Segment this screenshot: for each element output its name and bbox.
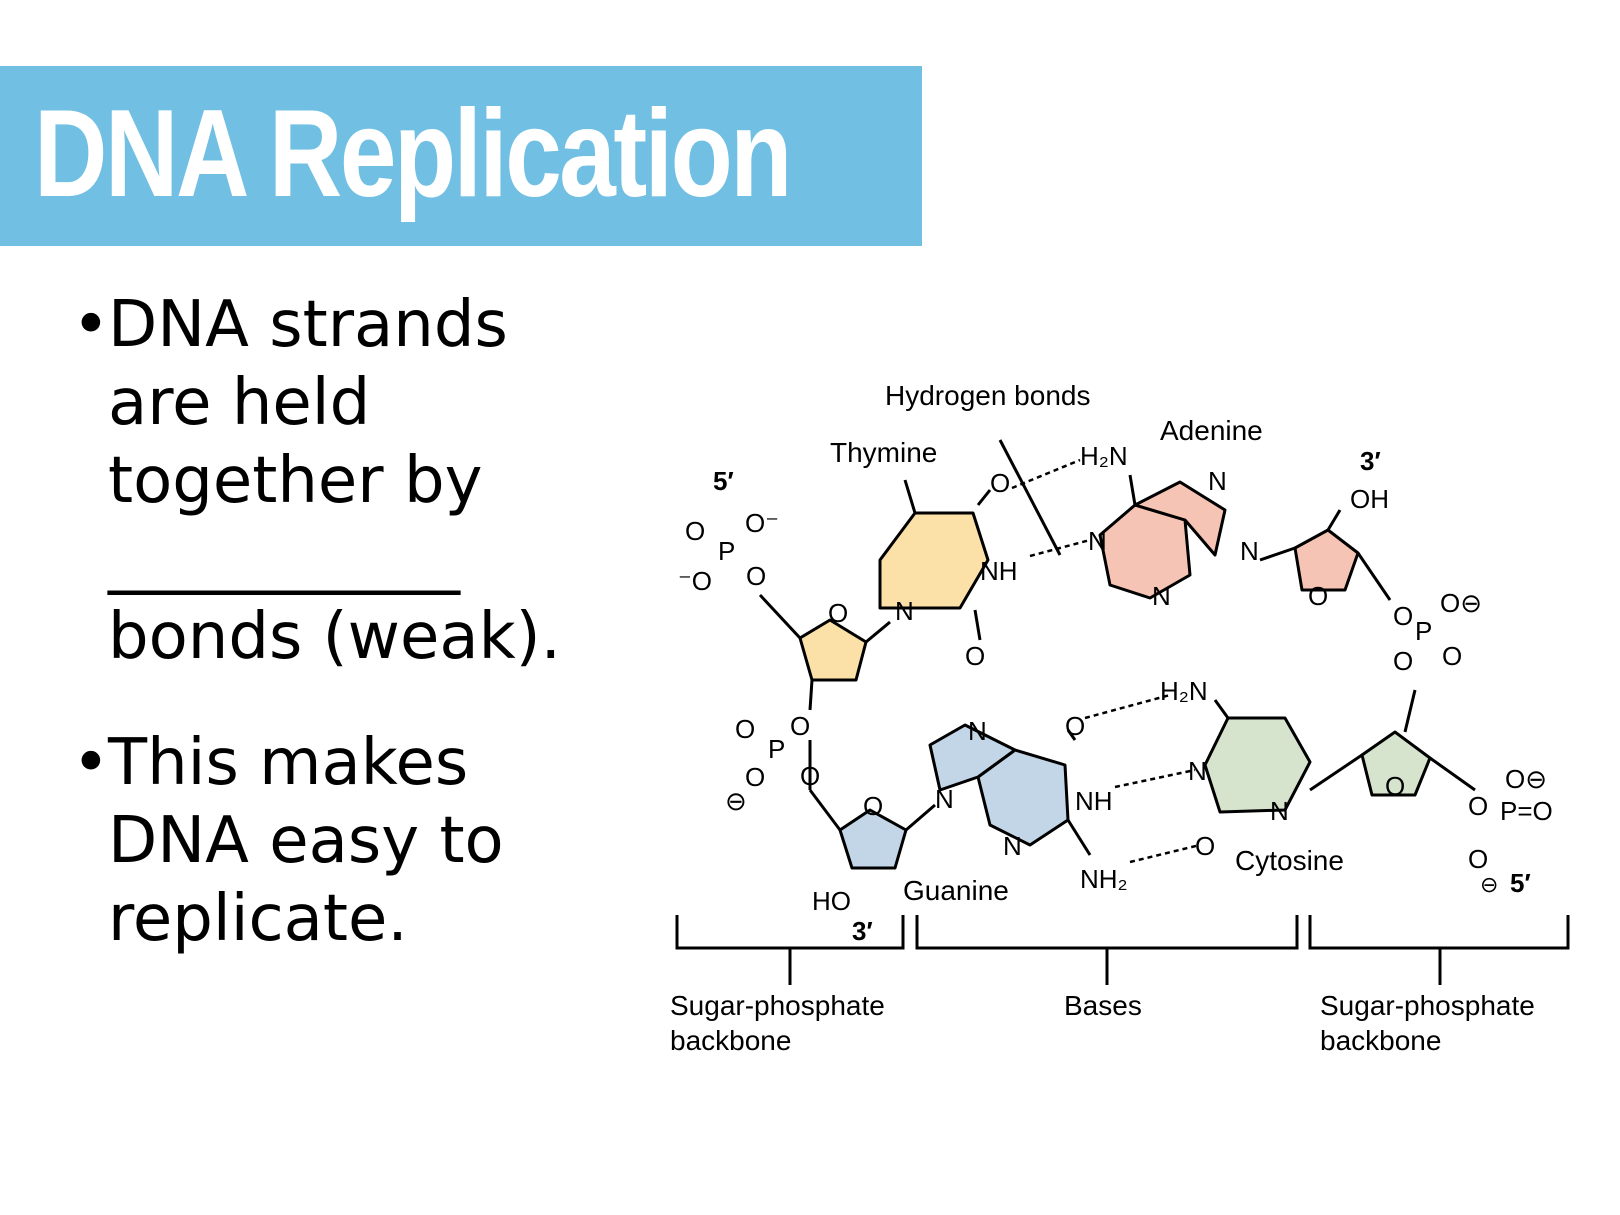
svg-text:O: O [1468,791,1488,821]
svg-text:NH: NH [1075,786,1113,816]
phosphate-negative-sign: ⊖ [1480,872,1498,897]
title-banner [0,66,922,246]
svg-text:O⊖: O⊖ [1440,588,1482,618]
bracket-middle [915,915,1299,950]
svg-text:N: N [1152,581,1171,611]
bullet-list: • DNA strands are held together by _____… [72,286,592,958]
svg-text:P: P [718,536,735,566]
sugar-ring-adenine [1293,528,1360,592]
bullet-1-line-2: are held [108,366,371,440]
bullet-1-line-4: ___________ [108,522,460,596]
hydrogen-bond-lines [1011,458,1201,864]
svg-text:P=O: P=O [1500,796,1553,826]
bracket-middle-label: Bases [1064,990,1142,1021]
adenine-pentagon [1133,480,1227,557]
bracket-left-label-line2: backbone [670,1025,791,1056]
svg-text:O: O [735,714,755,744]
svg-text:O: O [1393,646,1413,676]
five-prime-top-label: 5′ [713,466,734,496]
bullet-item-1: • DNA strands are held together by _____… [72,286,592,676]
svg-text:N: N [895,596,914,626]
bracket-right-label-line2: backbone [1320,1025,1441,1056]
svg-text:O: O [828,598,848,628]
guanine-label: Guanine [903,875,1009,906]
bullet-dot: • [72,726,110,800]
svg-text:O: O [746,561,766,591]
sugar-ring-guanine [838,808,908,870]
cytosine-ring [1203,716,1312,814]
bullet-2-line-1: This makes [108,726,469,800]
sugar-ring-cytosine [1360,730,1432,797]
dna-structure-diagram: O NH N O H₂N N N N N O H₂N N NH N O NH₂ … [670,380,1570,1056]
svg-text:O⊖: O⊖ [1505,764,1547,794]
svg-text:O: O [685,516,705,546]
bullet-2-line-3: replicate. [108,882,408,956]
three-prime-bottom-label: 3′ [852,916,873,946]
svg-text:NH₂: NH₂ [1080,864,1128,894]
svg-text:N: N [935,784,954,814]
oh-label: OH [1350,484,1389,514]
guanine-pentagon [928,723,1017,792]
svg-text:O: O [965,641,985,671]
svg-text:O: O [1385,771,1405,801]
hydrogen-bonds-label: Hydrogen bonds [885,380,1090,411]
atom-labels: O NH N O H₂N N N N N O H₂N N NH N O NH₂ … [746,441,1488,894]
svg-text:O: O [800,761,820,791]
svg-text:H₂N: H₂N [1160,676,1208,706]
ho-label: HO [812,886,851,916]
bullet-item-2: • This makes DNA easy to replicate. [72,724,592,958]
bullet-2-line-2: DNA easy to [108,804,504,878]
adenine-label: Adenine [1160,415,1263,446]
svg-text:NH: NH [980,556,1018,586]
bracket-left-label-line1: Sugar-phosphate [670,990,885,1021]
svg-text:⁻O: ⁻O [678,566,712,596]
svg-text:O: O [1442,641,1462,671]
five-prime-bottom-label: 5′ [1510,868,1531,898]
bullet-1-line-1: DNA strands [108,288,508,362]
svg-text:O: O [990,468,1010,498]
phosphate-groups: O P O⁻ ⁻O O P O P O⊖ O P=O O⊖ ⊖ [678,508,1553,826]
svg-text:N: N [1003,831,1022,861]
bullet-1-line-5: bonds (weak). [108,600,561,674]
svg-text:O⁻: O⁻ [745,508,779,538]
svg-text:P: P [1415,616,1432,646]
svg-text:O: O [745,762,765,792]
svg-text:N: N [1088,526,1107,556]
thymine-label: Thymine [830,437,937,468]
sugar-ring-thymine [798,618,868,682]
svg-text:O: O [790,711,810,741]
svg-text:P: P [768,734,785,764]
svg-text:O: O [1468,844,1488,874]
cytosine-label: Cytosine [1235,845,1344,876]
three-prime-top-label: 3′ [1360,446,1381,476]
bracket-right-label-line1: Sugar-phosphate [1320,990,1535,1021]
svg-text:N: N [1240,536,1259,566]
svg-text:O: O [863,791,883,821]
svg-text:O: O [1308,581,1328,611]
bracket-right [1308,915,1570,950]
bullet-1-line-3: together by [108,444,483,518]
svg-text:O: O [1065,711,1085,741]
svg-text:H₂N: H₂N [1080,441,1128,471]
svg-text:N: N [1270,796,1289,826]
svg-text:O: O [1393,601,1413,631]
backbone-bonds [758,439,1476,856]
svg-text:⊖: ⊖ [725,786,747,816]
slide-title: DNA Replication [34,85,792,223]
brackets [675,915,1570,985]
svg-text:N: N [1208,466,1227,496]
svg-text:O: O [1195,831,1215,861]
thymine-ring [878,511,990,610]
bullet-dot: • [72,288,110,362]
svg-text:N: N [968,716,987,746]
svg-text:N: N [1188,756,1207,786]
